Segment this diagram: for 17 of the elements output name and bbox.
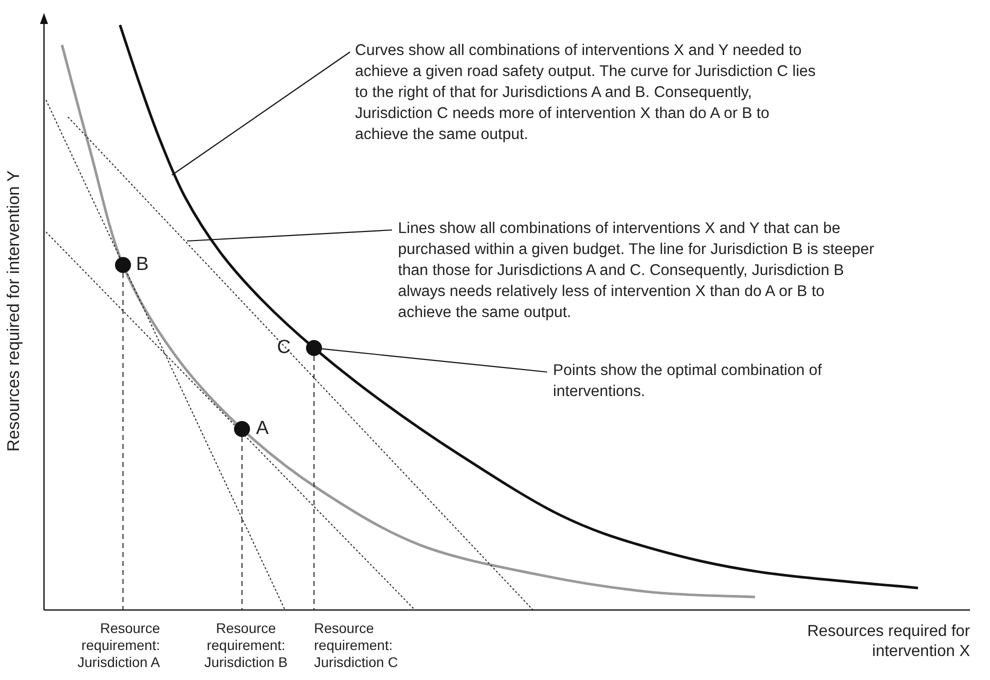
- point-label: B: [136, 254, 149, 276]
- axis-title: Resources required for intervention Y: [3, 170, 24, 452]
- optimal-point: [234, 421, 250, 437]
- axis-title: Resources required for intervention X: [806, 622, 970, 662]
- optimal-point: [115, 257, 131, 273]
- optimal-point: [306, 340, 322, 356]
- point-label: A: [256, 418, 269, 440]
- point-label: C: [277, 337, 291, 359]
- leader-line: [172, 52, 350, 176]
- annotation-text: Curves show all combinations of interventions X and Y needed to achieve a given road safety output. The curve for Jurisdiction C lies to the right of that for Jurisdictions A and B. Consequently, Jurisdiction C needs more of intervention X than do A or B to achieve the same output.: [355, 41, 817, 145]
- annotation-text: Lines show all combinations of interventions X and Y that can be purchased within a given budget. The line for Jurisdiction B is steeper than those for Jurisdictions A and C. Consequently, Jurisdiction B always needs relatively less of intervention X than do A or B to achieve the same output.: [398, 219, 876, 323]
- tick-label: Resource requirement: Jurisdiction A: [76, 620, 160, 671]
- tick-label: Resource requirement: Jurisdiction C: [314, 620, 400, 671]
- leader-line: [186, 229, 392, 242]
- tick-label: Resource requirement: Jurisdiction B: [203, 620, 289, 671]
- annotation-text: Points show the optimal combination of interventions.: [553, 361, 823, 402]
- leader-line: [322, 348, 548, 373]
